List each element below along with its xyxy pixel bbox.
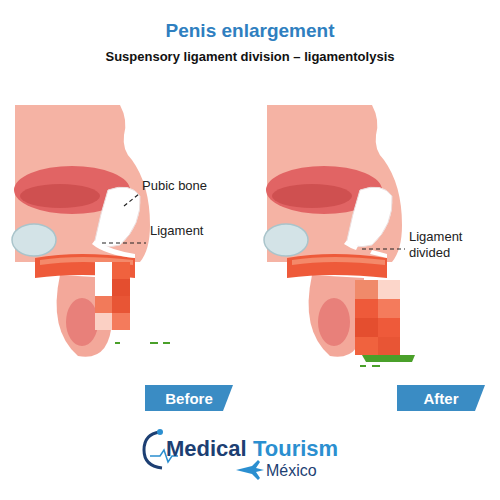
part-label: Ligament divided bbox=[409, 229, 483, 261]
logo-plane bbox=[236, 460, 264, 480]
pixel-block bbox=[95, 262, 130, 330]
after-figure bbox=[264, 105, 402, 357]
banner-label: After bbox=[423, 390, 458, 407]
part-label: Pubic bone bbox=[142, 178, 207, 193]
green-dashes bbox=[115, 342, 170, 344]
logo-stethoscope bbox=[144, 432, 162, 468]
banner: Before bbox=[145, 385, 233, 411]
logo-subtext: México bbox=[266, 462, 317, 480]
banner-fill bbox=[397, 385, 485, 411]
banner: After bbox=[397, 385, 485, 411]
leader-line bbox=[362, 248, 405, 249]
part-label: Ligament bbox=[150, 223, 203, 238]
leader-line bbox=[102, 242, 146, 243]
green-dashes bbox=[360, 365, 380, 367]
banner-label: Before bbox=[165, 390, 213, 407]
pixel-block bbox=[355, 280, 400, 355]
green-tip bbox=[362, 355, 415, 362]
before-figure bbox=[12, 105, 150, 357]
title: Penis enlargement bbox=[0, 20, 500, 42]
ligament-divided bbox=[344, 240, 358, 250]
ligament-divided bbox=[370, 250, 387, 258]
subtitle: Suspensory ligament division – ligamento… bbox=[0, 49, 500, 64]
leader-line bbox=[124, 194, 139, 206]
ligament bbox=[92, 240, 135, 258]
logo-dot bbox=[157, 429, 163, 435]
logo-text: Tourism bbox=[253, 436, 338, 462]
logo-text: Medical bbox=[166, 436, 247, 462]
banner-fill bbox=[145, 385, 233, 411]
